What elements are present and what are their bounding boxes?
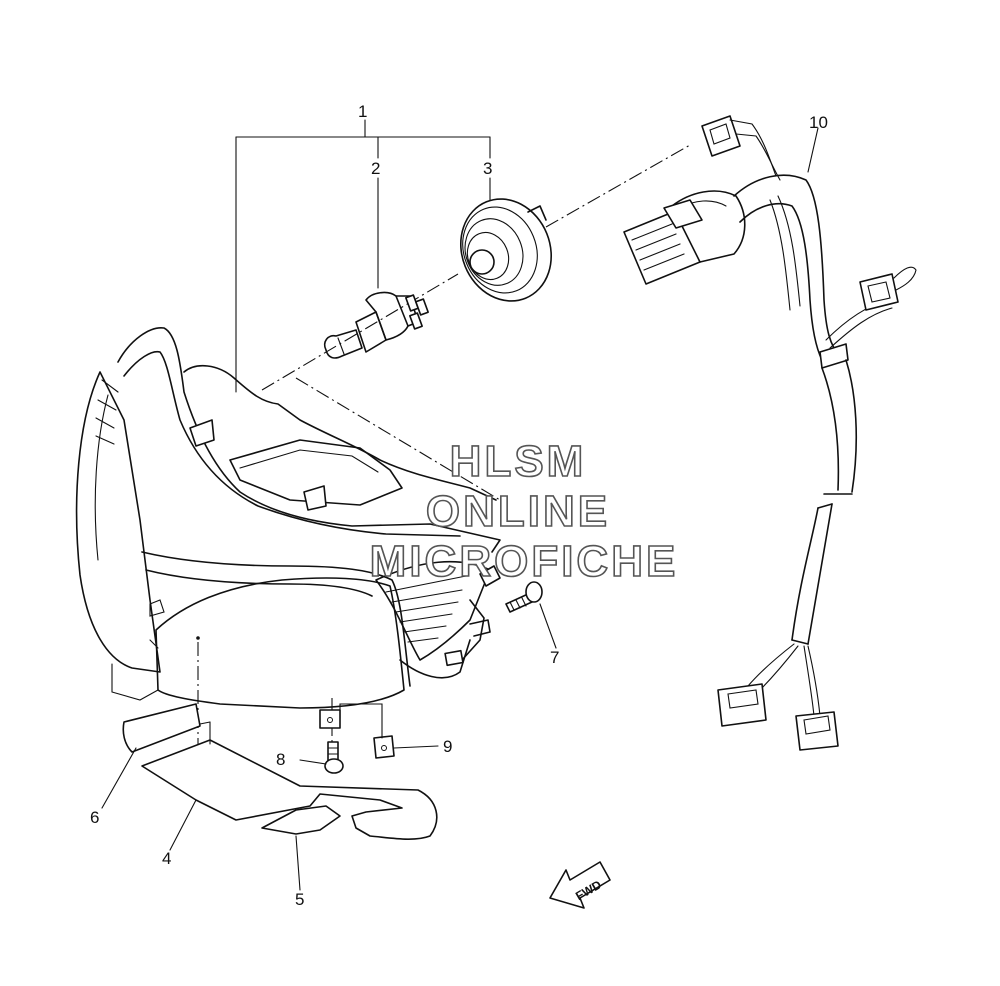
watermark-line-3: MICROFICHE [370,537,679,586]
callout-leaders [101,127,819,891]
watermark-line-2: ONLINE [426,487,610,536]
callout-2: 2 [371,159,380,178]
lower-panel [141,721,438,840]
assembly-lines [197,144,691,790]
headlight-bulb [323,291,429,359]
bolt-7 [505,581,543,613]
wire-harness [623,115,917,751]
callout-8: 8 [276,750,285,769]
callout-bracket-1 [235,119,491,393]
side-cover [122,703,201,753]
callout-9: 9 [443,737,452,756]
watermark: HLSM ONLINE MICROFICHE [369,436,679,587]
nut-clip-9 [319,703,395,759]
callout-4: 4 [162,849,171,868]
callout-3: 3 [483,159,492,178]
bulb-cover [459,198,553,302]
callout-6: 6 [90,808,99,827]
fwd-direction-marker: FWD [549,861,611,909]
watermark-line-1: HLSM [450,437,587,486]
callout-numbers: 1 2 3 4 5 6 7 8 9 10 [90,102,828,909]
callout-1: 1 [358,102,367,121]
callout-5: 5 [295,890,304,909]
lower-cover-plate [261,805,341,835]
callout-7: 7 [550,648,559,667]
callout-10: 10 [809,113,828,132]
screw-8 [324,741,344,774]
headlight-housing [75,327,501,709]
